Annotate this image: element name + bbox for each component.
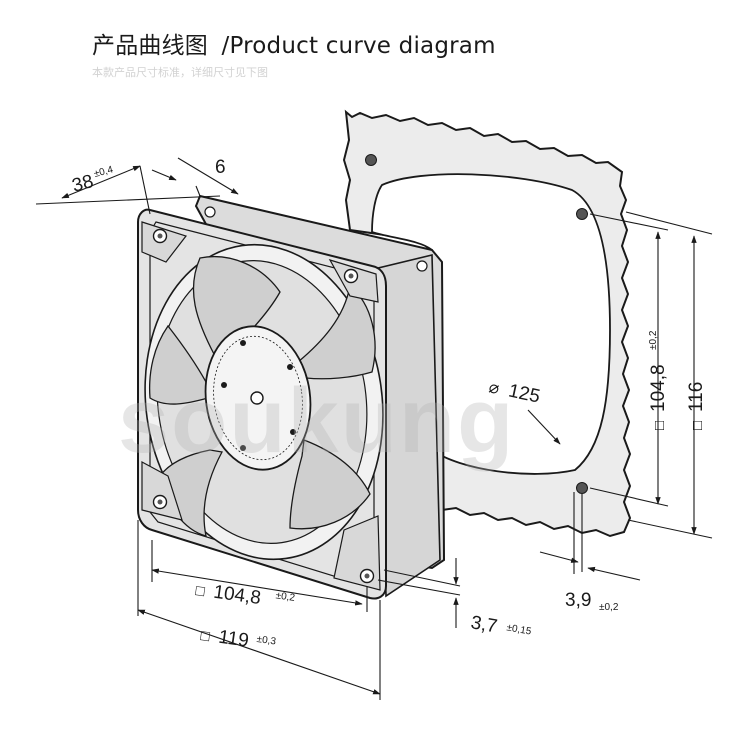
dim-mount-hole-label: 3,7 ±0,15 [469, 612, 533, 637]
panel-hole-bottom-right [576, 482, 588, 494]
dim-panel-hole-label: 3,9 ±0,2 [565, 590, 619, 613]
dim-cutout-leader [527, 409, 561, 445]
dim-flange-label: 6 [215, 157, 226, 178]
svg-text:104,8: 104,8 [648, 364, 669, 412]
hub-rivet [287, 364, 293, 370]
dim-hole-spacing-right-label: □ 104,8 ±0,2 [648, 330, 669, 430]
flange-hole [416, 260, 428, 272]
svg-text:±0,4: ±0,4 [93, 164, 115, 180]
dim-width-arrow [137, 609, 381, 695]
svg-text:3,7: 3,7 [469, 612, 499, 637]
hub-center [250, 391, 264, 405]
flange-hole [204, 206, 216, 218]
fan-blade [289, 439, 371, 530]
fan-blade [297, 284, 376, 380]
page-subtitle: 本款产品尺寸标准，详细尺寸见下图 [92, 66, 268, 79]
fan-blade [192, 256, 281, 357]
dim-depth-label: 38 ±0,4 [70, 164, 115, 197]
svg-text:□: □ [689, 421, 706, 430]
svg-text:38: 38 [70, 171, 96, 197]
corner-boss-top-left [141, 221, 187, 263]
fan-body [137, 194, 446, 600]
title-english: /Product curve diagram [221, 33, 496, 59]
hub-rivet [221, 382, 227, 388]
svg-text:□: □ [199, 627, 210, 645]
svg-text:±0,2: ±0,2 [275, 590, 296, 604]
svg-text:⌀: ⌀ [487, 377, 501, 398]
svg-text:±0,2: ±0,2 [648, 330, 659, 350]
hub-rivet [290, 429, 296, 435]
dim-width-label: □ 119 ±0,3 [199, 627, 277, 652]
dim-depth-arrow [61, 165, 141, 199]
dim-panel-size-label: □ 116 [686, 382, 707, 430]
corner-boss-top-right [328, 258, 379, 303]
svg-text:±0,2: ±0,2 [599, 602, 619, 613]
hub-rivet [240, 340, 246, 346]
dimension-lines [35, 157, 713, 700]
watermark-text: soukung [118, 370, 515, 472]
title-chinese: 产品曲线图 [92, 33, 208, 59]
svg-text:±0,3: ±0,3 [256, 634, 277, 648]
fan-hub-ring [213, 335, 303, 461]
dim-flange-arrow [177, 157, 239, 195]
dim-hole-spacing-bottom-arrow [151, 568, 363, 606]
svg-text:□: □ [651, 421, 668, 430]
fan-blade [148, 324, 209, 405]
hub-rivet [240, 445, 246, 451]
svg-text:±0,15: ±0,15 [506, 622, 533, 637]
corner-boss-bottom-left [141, 460, 183, 521]
panel-hole-top-right [576, 208, 588, 220]
page-title: 产品曲线图 /Product curve diagram [92, 26, 496, 60]
dim-hole-spacing-bottom-label: □ 104,8 ±0,2 [194, 582, 296, 609]
svg-text:□: □ [194, 582, 205, 600]
svg-text:116: 116 [686, 382, 707, 412]
panel-hole-top-left [365, 154, 377, 166]
svg-text:3,9: 3,9 [565, 590, 591, 611]
svg-text:119: 119 [217, 627, 250, 652]
svg-text:104,8: 104,8 [212, 582, 262, 609]
